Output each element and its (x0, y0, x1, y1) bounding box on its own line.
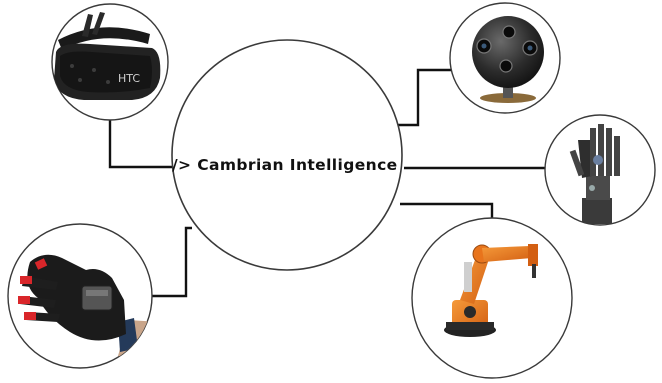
center-circle (171, 39, 403, 271)
industrial-robot-icon (444, 244, 538, 337)
vr-brand-label: HTC (118, 72, 140, 85)
node-camera-360 (449, 2, 561, 114)
connector-robot (400, 202, 494, 218)
connector-glove (152, 226, 192, 298)
connector-camera (398, 68, 452, 127)
node-industrial-robot (411, 217, 573, 379)
robotic-hand-icon (569, 124, 620, 224)
connector-vr (108, 120, 182, 169)
node-robotic-hand (544, 114, 656, 226)
node-haptic-glove (7, 223, 153, 369)
center-title: /> Cambrian Intelligence (172, 156, 398, 174)
camera-360-icon (472, 16, 544, 103)
connectors (108, 68, 545, 298)
node-vr-headset: HTC (51, 3, 169, 121)
vr-headset-icon: HTC (54, 12, 161, 100)
